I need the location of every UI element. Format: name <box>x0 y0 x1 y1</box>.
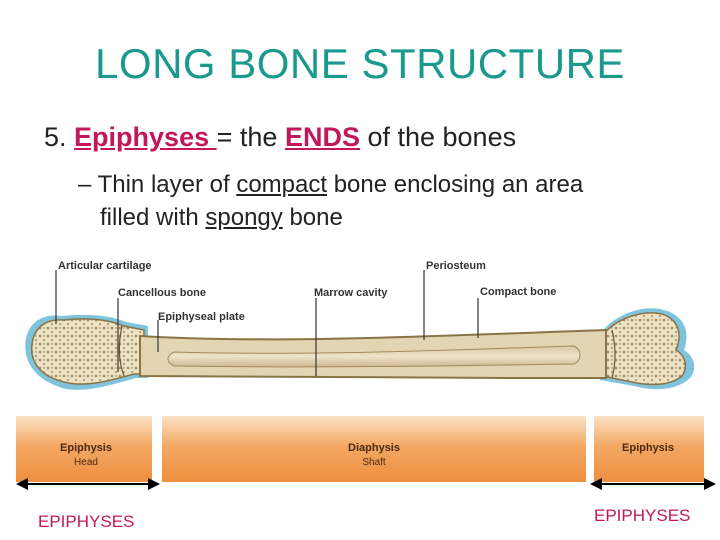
label-compact-bone: Compact bone <box>480 286 556 298</box>
band-label-diaphysis: Diaphysis <box>348 442 400 454</box>
band-label-epiphysis-right: Epiphysis <box>622 442 674 454</box>
marrow-cavity <box>167 345 581 368</box>
sub-line2-start: filled with <box>100 204 199 231</box>
right-epiphysis <box>601 312 687 386</box>
label-epiphyseal-plate: Epiphyseal plate <box>158 311 245 323</box>
label-cancellous-bone: Cancellous bone <box>118 287 206 299</box>
right-double-arrow <box>590 478 716 490</box>
band-label-epiphysis-left: Epiphysis <box>60 442 112 454</box>
sub-line2: filled with spongy bone <box>78 201 583 234</box>
left-epiphysis <box>31 318 145 385</box>
sub-mid: bone enclosing an area <box>333 171 584 198</box>
left-double-arrow <box>16 478 160 490</box>
main-point: 5. Epiphyses = the ENDS of the bones <box>44 122 516 153</box>
slide-title: LONG BONE STRUCTURE <box>95 40 625 87</box>
label-periosteum: Periosteum <box>426 260 486 272</box>
band-diaphysis <box>162 416 586 482</box>
long-bone-diagram: Articular cartilage Cancellous bone Epip… <box>16 260 704 482</box>
label-marrow-cavity: Marrow cavity <box>314 287 388 299</box>
band-epiphysis-left <box>16 416 152 482</box>
term-ends: ENDS <box>284 122 360 152</box>
sub-line2-end: bone <box>289 204 343 231</box>
band-sub-shaft: Shaft <box>362 457 386 468</box>
epiphyses-label-left: EPIPHYSES <box>38 512 135 531</box>
term-compact: compact <box>236 171 328 198</box>
term-spongy: spongy <box>205 204 283 231</box>
point-mid: = the <box>216 122 278 152</box>
point-number: 5. <box>44 122 67 152</box>
sub-dash: – Thin layer of <box>78 171 230 198</box>
right-epiphyseal-plate <box>611 329 616 379</box>
epiphyses-label-right: EPIPHYSES <box>594 506 691 525</box>
term-epiphyses: Epiphyses <box>74 122 217 152</box>
band-sub-head: Head <box>74 457 98 468</box>
point-rest: of the bones <box>367 122 517 152</box>
sub-point: – Thin layer of compact bone enclosing a… <box>78 168 583 234</box>
left-epiphyseal-plate <box>118 325 125 377</box>
label-articular-cartilage: Articular cartilage <box>58 260 152 272</box>
band-epiphysis-right <box>594 416 704 482</box>
epiphyses-arrows <box>16 478 716 490</box>
